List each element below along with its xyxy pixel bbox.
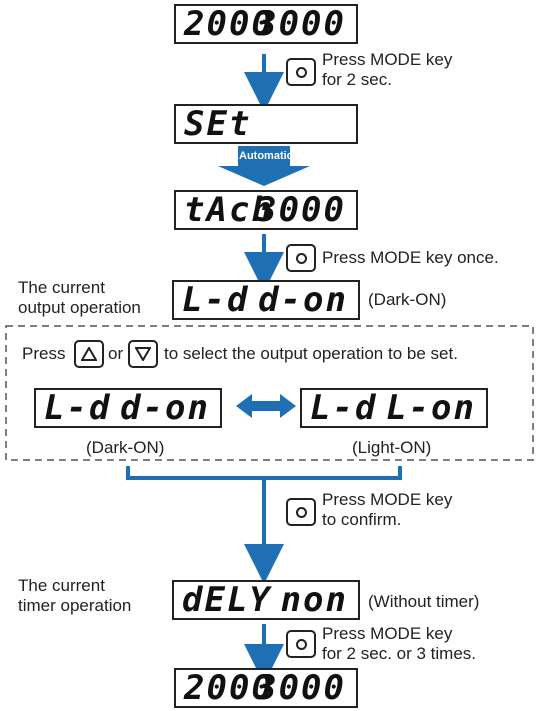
display-right-value: 3000 (256, 4, 346, 44)
mode-final-line1: Press MODE key (322, 624, 453, 643)
display-right-value: non (280, 580, 348, 620)
bidirectional-arrow-icon (236, 394, 296, 418)
mode-key-icon (286, 58, 316, 86)
down-key-icon (128, 340, 158, 368)
instruction-mode-once: Press MODE key once. (322, 248, 499, 267)
lcd-display-top: 2000 3000 (174, 4, 358, 44)
instruction-mode-2sec-line2: for 2 sec. (322, 70, 392, 89)
mode-key-icon (286, 630, 316, 658)
current-output-label-line1: The current (18, 278, 105, 297)
automatic-label: Automatic (239, 150, 293, 162)
option-dark-on-caption: (Dark-ON) (86, 438, 165, 457)
display-right-value: 3000 (256, 668, 346, 708)
lcd-display-option-light-on: L-d L-on (300, 388, 488, 428)
display-left-value: dELY (182, 580, 272, 620)
select-instruction-post: to select the output operation to be set… (164, 344, 458, 363)
display-left-value: L-d (310, 388, 378, 428)
up-key-icon (74, 340, 104, 368)
display-left-value: L-d (44, 388, 112, 428)
instruction-mode-2sec-line1: Press MODE key (322, 50, 453, 69)
mode-key-icon (286, 244, 316, 272)
select-instruction-mid: or (108, 344, 124, 363)
lcd-display-set: SEt (174, 104, 358, 144)
lcd-display-tach: tAch 3000 (174, 190, 358, 230)
mode-final-line2: for 2 sec. or 3 times. (322, 644, 476, 663)
display-right-value: d-on (120, 388, 210, 428)
lcd-display-bottom: 2000 3000 (174, 668, 358, 708)
option-light-on-caption: (Light-ON) (352, 438, 432, 457)
display-left-value: 2000 (184, 668, 274, 708)
current-output-note: (Dark-ON) (368, 290, 447, 309)
lcd-display-option-dark-on: L-d d-on (34, 388, 222, 428)
selection-dashed-box (5, 325, 534, 461)
display-right-value: L-on (386, 388, 476, 428)
lcd-display-current-output: L-d d-on (172, 280, 360, 320)
display-left-value: L-d (182, 280, 250, 320)
timer-note: (Without timer) (368, 592, 480, 611)
current-output-label-line2: output operation (18, 298, 141, 317)
confirm-line2: to confirm. (322, 510, 402, 529)
display-left-value: tAch (184, 190, 274, 230)
display-left-value: 2000 (184, 4, 274, 44)
display-left-value: SEt (184, 104, 252, 144)
display-right-value: 3000 (256, 190, 346, 230)
select-instruction-pre: Press (22, 344, 66, 363)
current-timer-label-line1: The current (18, 576, 105, 595)
confirm-line1: Press MODE key (322, 490, 453, 509)
current-timer-label-line2: timer operation (18, 596, 132, 615)
display-right-value: d-on (258, 280, 348, 320)
lcd-display-timer: dELY non (172, 580, 360, 620)
merge-connector (126, 466, 402, 480)
mode-key-icon (286, 498, 316, 526)
automatic-arrow-icon (218, 146, 310, 186)
